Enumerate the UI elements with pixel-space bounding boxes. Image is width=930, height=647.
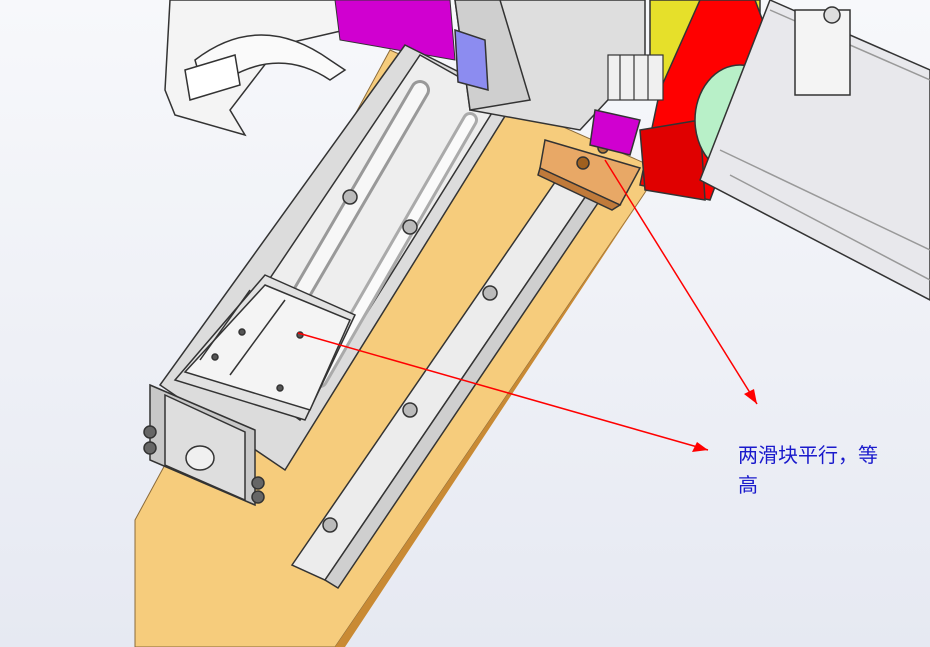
coupling xyxy=(607,54,664,101)
right-frame xyxy=(699,0,930,301)
annotation-text: 两滑块平行，等 高 xyxy=(738,440,928,500)
magenta-block xyxy=(334,0,456,61)
arrow-head-1 xyxy=(692,442,708,452)
frame-top-left xyxy=(164,0,347,137)
module-end-cap xyxy=(143,383,265,507)
module-carriage xyxy=(173,274,357,421)
arrow-line-2 xyxy=(604,159,758,405)
annotation-arrows xyxy=(297,159,758,452)
arrow-head-2 xyxy=(744,389,757,404)
guide-slide-block xyxy=(537,139,642,211)
annotation-line-1: 两滑块平行，等 xyxy=(738,443,878,467)
arrow-line-1 xyxy=(297,332,709,451)
annotation-line-2: 高 xyxy=(738,473,758,497)
